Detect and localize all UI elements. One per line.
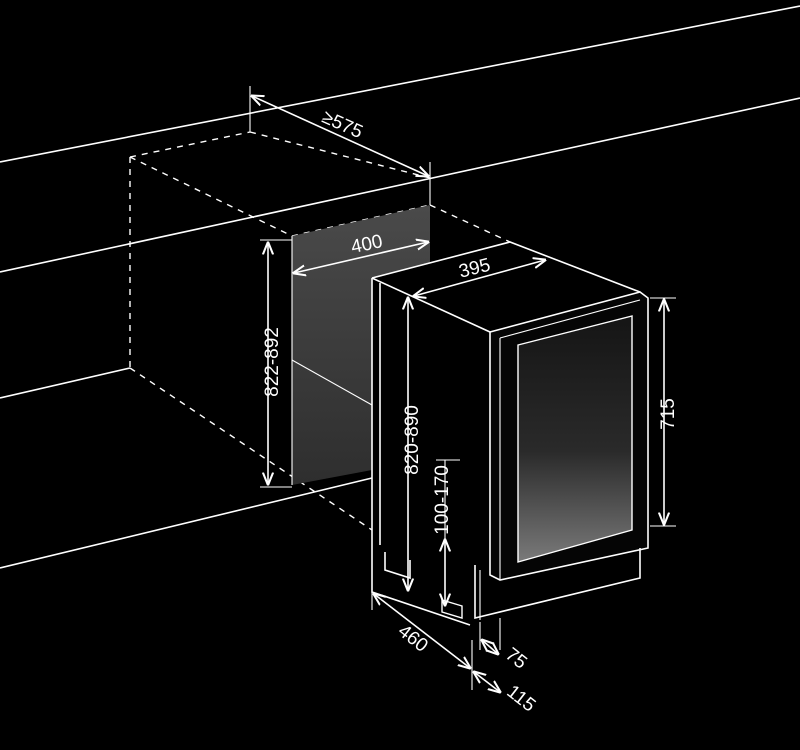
dim-unit-depth: 460 (372, 592, 472, 690)
label-niche-height: 822-892 (262, 327, 283, 397)
label-plinth-height: 100-170 (432, 465, 453, 535)
dim-niche-height: 822-892 (260, 239, 292, 488)
dim-door-height: 715 (650, 297, 679, 527)
dim-niche-width: 400 (294, 231, 428, 273)
glass-panel (517, 315, 633, 563)
appliance-door (489, 291, 649, 581)
label-door-offset: 75 (501, 644, 531, 674)
niche-outline (129, 131, 511, 531)
counter-lines (0, 5, 800, 569)
dim-niche-depth: ≥575 (250, 86, 430, 205)
label-unit-depth: 460 (394, 621, 432, 657)
dim-plinth-height: 100-170 (432, 459, 460, 605)
label-unit-height: 820-890 (402, 405, 423, 475)
label-door-height: 715 (658, 398, 679, 430)
dim-door-depth: 115 (474, 672, 539, 716)
label-door-depth: 115 (503, 681, 540, 716)
dim-door-offset: 75 (480, 618, 531, 674)
dim-unit-height: 820-890 (402, 298, 423, 590)
